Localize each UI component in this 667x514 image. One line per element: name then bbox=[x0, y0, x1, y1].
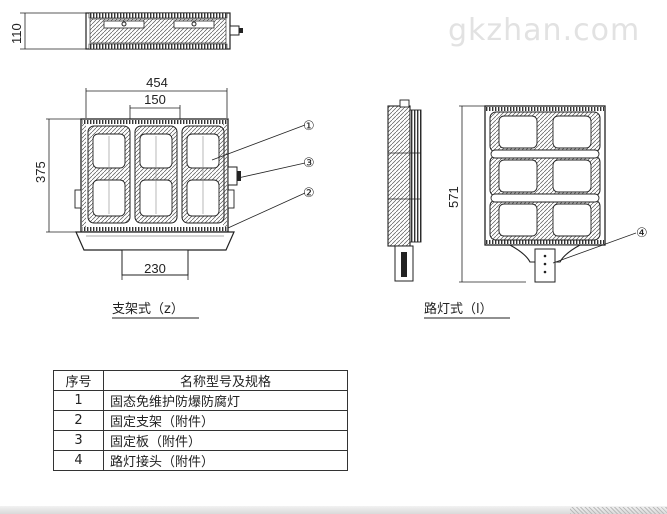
caption-pole: 路灯式（l） bbox=[424, 301, 493, 317]
row-name: 固定板（附件） bbox=[103, 430, 348, 451]
row-no: 4 bbox=[53, 450, 104, 471]
dim-pole-height: 571 bbox=[446, 186, 461, 208]
footer-bar bbox=[0, 506, 667, 514]
dim-front-width: 454 bbox=[146, 75, 168, 90]
row-no: 3 bbox=[53, 430, 104, 451]
top-view bbox=[20, 12, 243, 50]
parts-table: 序号 名称型号及规格 1 固态免维护防爆防腐灯 2 固定支架（附件） 3 固定板… bbox=[53, 370, 348, 471]
dim-front-inner-width: 150 bbox=[144, 92, 166, 107]
row-name: 路灯接头（附件） bbox=[103, 450, 348, 471]
header-name: 名称型号及规格 bbox=[103, 370, 348, 391]
callout-3: ③ bbox=[303, 155, 315, 170]
table-row: 2 固定支架（附件） bbox=[53, 410, 348, 431]
header-no: 序号 bbox=[53, 370, 104, 391]
dim-front-height: 375 bbox=[33, 161, 48, 183]
table-row: 4 路灯接头（附件） bbox=[53, 450, 348, 471]
caption-bracket: 支架式（z） bbox=[112, 302, 184, 317]
dim-top-height: 110 bbox=[9, 23, 24, 44]
back-view bbox=[459, 105, 637, 283]
footer-hatch bbox=[570, 507, 667, 514]
row-name: 固定支架（附件） bbox=[103, 410, 348, 431]
table-row: 1 固态免维护防爆防腐灯 bbox=[53, 390, 348, 411]
callout-4: ④ bbox=[636, 225, 648, 240]
callout-2: ② bbox=[303, 185, 315, 200]
table-header-row: 序号 名称型号及规格 bbox=[53, 370, 348, 391]
row-no: 2 bbox=[53, 410, 104, 431]
side-view bbox=[387, 99, 422, 282]
row-name: 固态免维护防爆防腐灯 bbox=[103, 390, 348, 411]
front-view bbox=[46, 88, 306, 280]
table-row: 3 固定板（附件） bbox=[53, 430, 348, 451]
callout-1: ① bbox=[303, 118, 315, 133]
row-no: 1 bbox=[53, 390, 104, 411]
dim-bracket-width: 230 bbox=[144, 261, 166, 276]
watermark-text: gkzhan.com bbox=[448, 13, 640, 48]
